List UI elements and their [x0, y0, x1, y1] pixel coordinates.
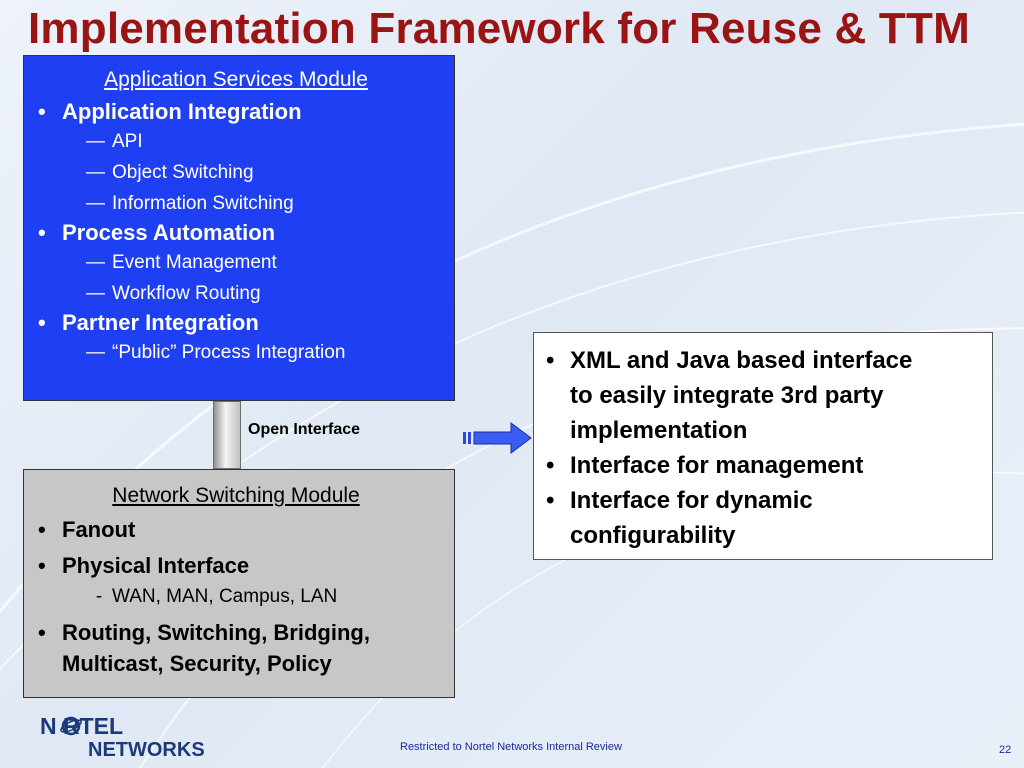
logo-line1: N RTEL — [40, 713, 123, 739]
bullet-label-line: Multicast, Security, Policy — [62, 651, 332, 676]
callout-bullet: • Interface for dynamic configurability — [546, 483, 982, 553]
app-module-heading: Application Services Module — [104, 68, 368, 91]
app-sub-item: — API — [38, 126, 444, 157]
sub-label: Workflow Routing — [112, 283, 261, 304]
network-module-heading: Network Switching Module — [112, 484, 360, 507]
nortel-networks-logo: N RTEL NETWORKS — [40, 713, 205, 760]
footer-text: Restricted to Nortel Networks Internal R… — [400, 741, 622, 753]
bullet-mark: • — [38, 553, 46, 578]
app-sub-item: — Event Management — [38, 247, 444, 278]
sub-mark: — — [86, 131, 105, 152]
bullet-mark: • — [38, 310, 46, 335]
network-switching-module: Network Switching Module • Fanout • Phys… — [23, 469, 455, 698]
app-bullet-process-automation: • Process Automation — [38, 219, 444, 247]
bullet-label-line: Interface for dynamic — [570, 487, 813, 514]
net-bullet-routing: • Routing, Switching, Bridging, Multicas… — [38, 617, 444, 679]
bullet-label-line: XML and Java based interface — [570, 347, 913, 374]
bullet-label: XML and Java based interface to easily i… — [570, 343, 912, 448]
sub-label: Event Management — [112, 252, 277, 273]
sub-mark: — — [86, 252, 105, 273]
sub-mark: — — [86, 162, 105, 183]
application-services-module: Application Services Module • Applicatio… — [23, 55, 455, 401]
bullet-label: Application Integration — [62, 99, 302, 124]
bullet-label: Physical Interface — [62, 553, 250, 578]
app-sub-item: — Object Switching — [38, 157, 444, 188]
sub-label: API — [112, 131, 143, 152]
bullet-mark: • — [38, 99, 46, 124]
nortel-globe-icon — [60, 716, 82, 736]
bullet-mark: • — [38, 620, 46, 645]
slide-title: Implementation Framework for Reuse & TTM — [28, 4, 970, 53]
bullet-mark: • — [546, 487, 555, 514]
net-sub-item: - WAN, MAN, Campus, LAN — [38, 581, 444, 612]
sub-mark: — — [86, 283, 105, 304]
page-number: 22 — [999, 744, 1012, 756]
sub-mark: - — [95, 586, 103, 607]
bullet-label: Interface for management — [570, 452, 864, 479]
bullet-label: Partner Integration — [62, 310, 259, 335]
bullet-label: Routing, Switching, Bridging, Multicast,… — [62, 617, 370, 679]
bullet-label: Interface for dynamic configurability — [570, 483, 813, 553]
sub-label: Object Switching — [112, 162, 254, 183]
callout-bullet: • XML and Java based interface to easily… — [546, 343, 982, 448]
right-arrow-icon — [463, 422, 532, 454]
bullet-label: Fanout — [62, 517, 136, 542]
interface-features-callout: • XML and Java based interface to easily… — [533, 332, 993, 560]
sub-label: Information Switching — [112, 193, 294, 214]
bullet-label-line: implementation — [570, 417, 748, 444]
sub-label: “Public” Process Integration — [112, 342, 346, 363]
app-bullet-partner-integration: • Partner Integration — [38, 309, 444, 337]
sub-mark: — — [86, 193, 105, 214]
sub-mark: — — [86, 342, 105, 363]
bullet-label-line: Routing, Switching, Bridging, — [62, 620, 370, 645]
open-interface-label: Open Interface — [248, 421, 361, 438]
app-sub-item: — “Public” Process Integration — [38, 337, 444, 368]
bullet-mark: • — [546, 452, 555, 479]
sub-label: WAN, MAN, Campus, LAN — [112, 586, 338, 607]
net-bullet-fanout: • Fanout — [38, 514, 444, 545]
bullet-label-line: to easily integrate 3rd party — [570, 382, 884, 409]
app-sub-item: — Information Switching — [38, 188, 444, 219]
bullet-mark: • — [38, 220, 46, 245]
bullet-label: Process Automation — [62, 220, 276, 245]
callout-bullet: • Interface for management — [546, 448, 982, 483]
logo-line2: NETWORKS — [88, 739, 205, 760]
open-interface-connector — [213, 401, 241, 469]
app-sub-item: — Workflow Routing — [38, 278, 444, 309]
net-bullet-physical-interface: • Physical Interface — [38, 550, 444, 581]
bullet-mark: • — [38, 517, 46, 542]
bullet-mark: • — [546, 347, 555, 374]
app-bullet-application-integration: • Application Integration — [38, 98, 444, 126]
bullet-label-line: configurability — [570, 522, 736, 549]
